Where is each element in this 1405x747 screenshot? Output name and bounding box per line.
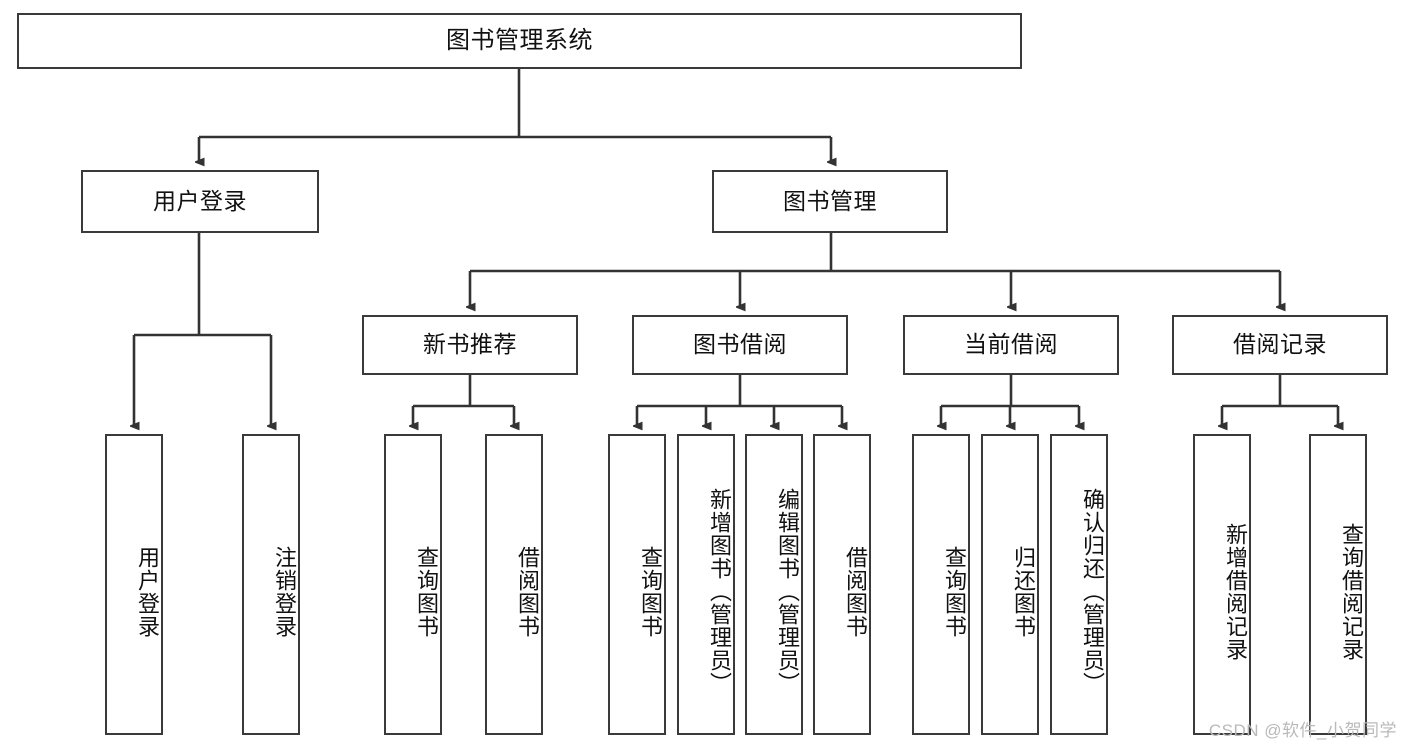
node-new-book-recommend[interactable]: 新书推荐 bbox=[362, 315, 578, 375]
leaf-borrow-query-book[interactable]: 查询图书 bbox=[608, 434, 666, 735]
node-book-management[interactable]: 图书管理 bbox=[712, 170, 948, 233]
node-borrow-records[interactable]: 借阅记录 bbox=[1172, 315, 1388, 375]
leaf-label: 注销登录 bbox=[272, 545, 297, 638]
leaf-user-login-signin[interactable]: 用户登录 bbox=[105, 434, 163, 735]
leaf-label: 新增图书（管理员） bbox=[707, 488, 732, 695]
leaf-new-book-query[interactable]: 查询图书 bbox=[384, 434, 442, 735]
node-user-login[interactable]: 用户登录 bbox=[81, 170, 319, 233]
leaf-label: 归还图书 bbox=[1011, 545, 1036, 638]
leaf-new-book-borrow[interactable]: 借阅图书 bbox=[485, 434, 543, 735]
leaf-label: 借阅图书 bbox=[515, 545, 540, 638]
leaf-label: 编辑图书（管理员） bbox=[775, 488, 800, 695]
leaf-borrow-borrow-book[interactable]: 借阅图书 bbox=[813, 434, 871, 735]
leaf-borrow-edit-book-admin[interactable]: 编辑图书（管理员） bbox=[745, 434, 803, 735]
watermark: CSDN @软件_小贺同学 bbox=[1208, 721, 1397, 740]
leaf-records-query-record[interactable]: 查询借阅记录 bbox=[1309, 434, 1367, 735]
leaf-label: 查询图书 bbox=[638, 545, 663, 638]
node-book-borrow[interactable]: 图书借阅 bbox=[632, 315, 848, 375]
leaf-label: 查询图书 bbox=[942, 545, 967, 638]
leaf-label: 新增借阅记录 bbox=[1223, 522, 1248, 661]
leaf-label: 查询图书 bbox=[414, 545, 439, 638]
leaf-borrow-add-book-admin[interactable]: 新增图书（管理员） bbox=[677, 434, 735, 735]
leaf-current-return-book[interactable]: 归还图书 bbox=[981, 434, 1039, 735]
leaf-label: 用户登录 bbox=[135, 545, 160, 638]
leaf-current-query-book[interactable]: 查询图书 bbox=[912, 434, 970, 735]
leaf-label: 确认归还（管理员） bbox=[1080, 488, 1105, 695]
leaf-user-login-signout[interactable]: 注销登录 bbox=[242, 434, 300, 735]
leaf-label: 查询借阅记录 bbox=[1339, 522, 1364, 661]
leaf-records-add-record[interactable]: 新增借阅记录 bbox=[1193, 434, 1251, 735]
leaf-current-confirm-return-admin[interactable]: 确认归还（管理员） bbox=[1050, 434, 1108, 735]
leaf-label: 借阅图书 bbox=[843, 545, 868, 638]
node-current-borrow[interactable]: 当前借阅 bbox=[903, 315, 1119, 375]
node-root-library-system[interactable]: 图书管理系统 bbox=[17, 13, 1022, 69]
